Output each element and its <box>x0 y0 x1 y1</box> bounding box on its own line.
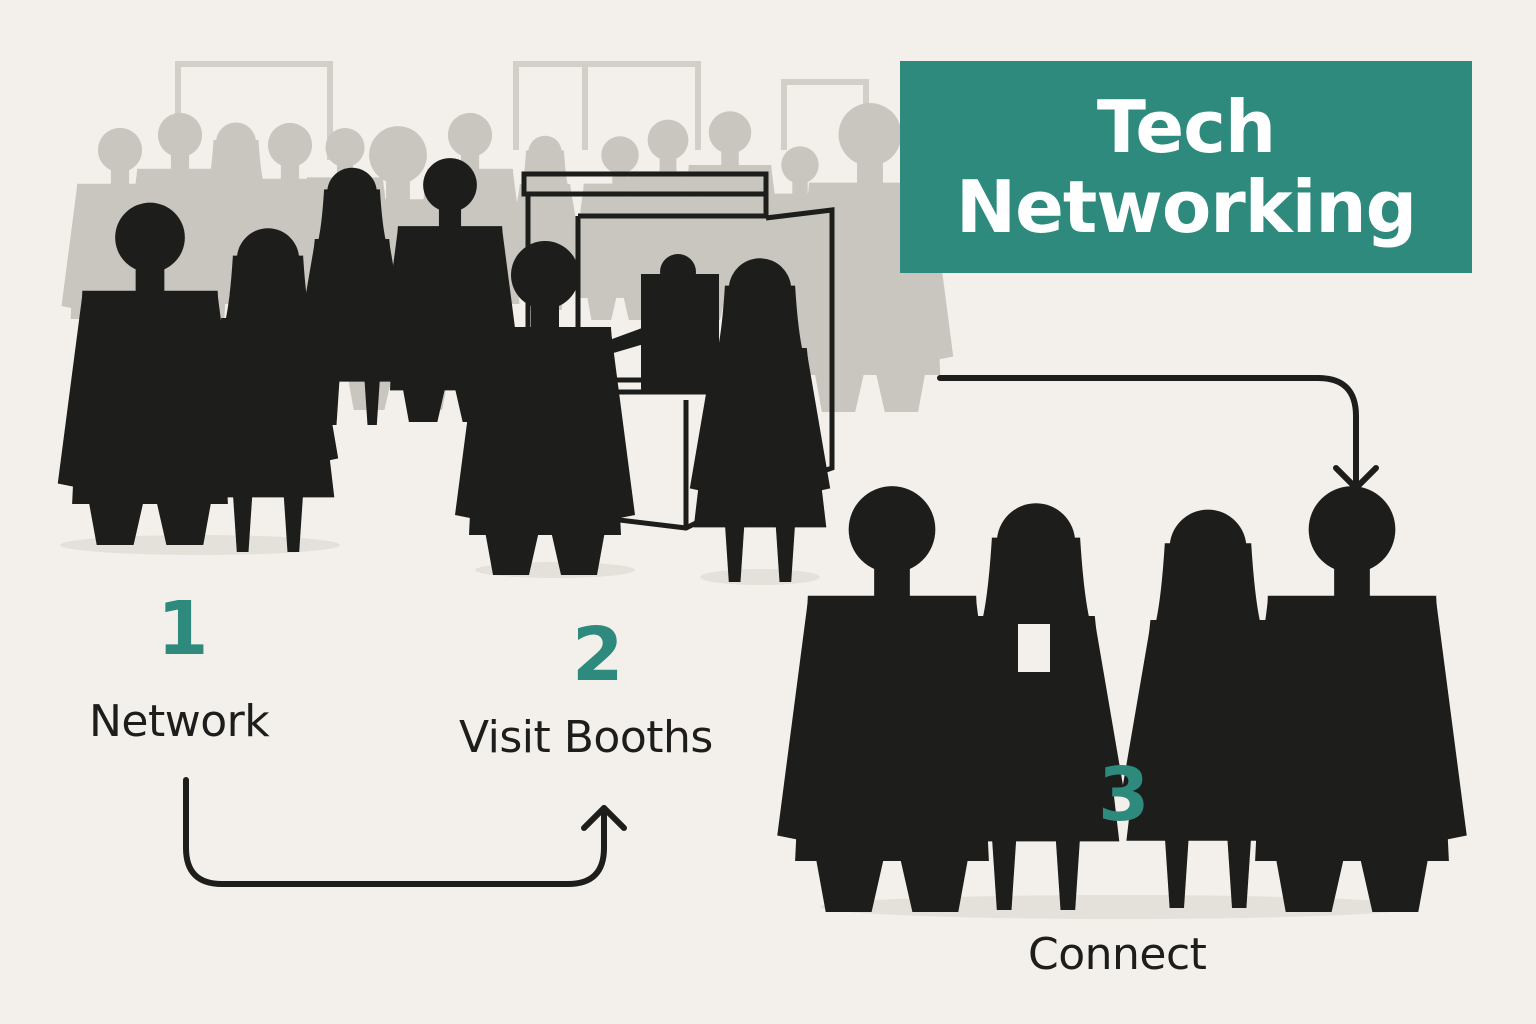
step-1-number: 1 <box>157 586 209 672</box>
booth-visitors <box>455 241 831 582</box>
step-3-label: Connect <box>1028 929 1207 980</box>
flow-arrow-1-to-2 <box>183 777 627 887</box>
step-1-label: Network <box>89 696 270 747</box>
connect-group <box>777 486 1467 912</box>
title-banner: Tech Networking <box>900 61 1472 273</box>
title-line-1: Tech <box>1096 85 1276 169</box>
step-3-number: 3 <box>1098 752 1150 838</box>
step-2-label: Visit Booths <box>459 712 713 763</box>
title-line-2: Networking <box>955 165 1417 249</box>
flow-arrow-2-to-3 <box>937 375 1379 491</box>
step-2-number: 2 <box>572 612 624 698</box>
handshake-pair <box>57 202 339 552</box>
